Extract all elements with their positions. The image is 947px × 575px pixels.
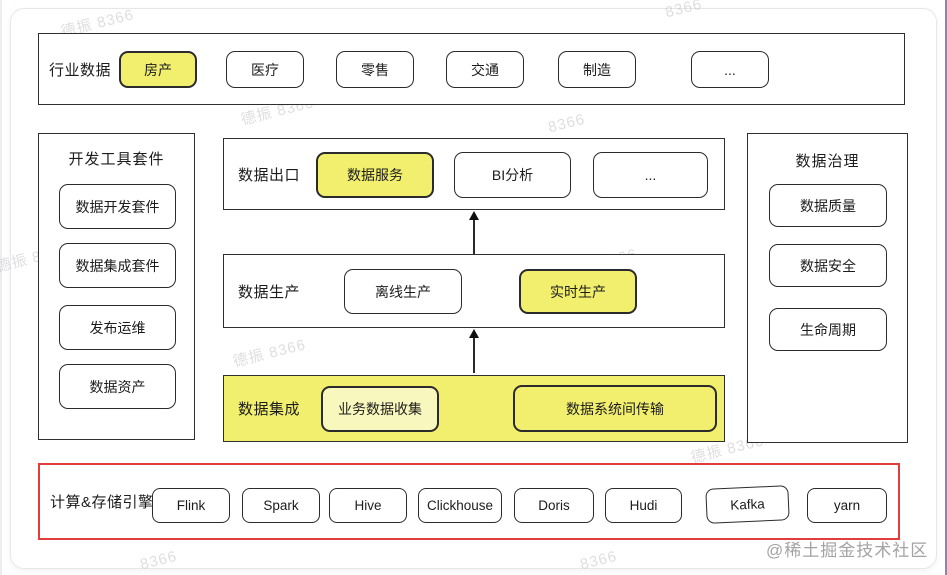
- data-export-row: 数据出口 数据服务 BI分析 ...: [223, 138, 725, 210]
- community-credit: @稀土掘金技术社区: [766, 541, 929, 560]
- node-retail: 零售: [336, 51, 414, 88]
- node-industry-more: ...: [691, 51, 769, 88]
- engine-flink: Flink: [152, 488, 230, 523]
- industry-data-row: 行业数据 房产 医疗 零售 交通 制造 ...: [38, 33, 905, 105]
- arrow-integration-to-production: [468, 329, 480, 373]
- engine-clickhouse: Clickhouse: [418, 488, 502, 523]
- data-governance-title: 数据治理: [795, 153, 860, 170]
- node-data-integration-suite: 数据集成套件: [59, 243, 176, 288]
- dev-tools-title: 开发工具套件: [68, 151, 165, 168]
- node-data-asset: 数据资产: [59, 364, 176, 409]
- node-manufacturing: 制造: [558, 51, 636, 88]
- node-realtime-production: 实时生产: [519, 269, 637, 314]
- data-production-row: 数据生产 离线生产 实时生产: [223, 254, 725, 328]
- node-lifecycle: 生命周期: [769, 308, 887, 351]
- node-data-system-transfer: 数据系统间传输: [513, 385, 717, 432]
- engines-label: 计算&存储引擎: [50, 494, 154, 511]
- engine-hive: Hive: [329, 488, 407, 523]
- dev-tools-panel: 开发工具套件 数据开发套件 数据集成套件 发布运维 数据资产: [38, 133, 195, 440]
- node-data-dev-suite: 数据开发套件: [59, 184, 176, 229]
- node-bi-analysis: BI分析: [454, 152, 571, 198]
- arrow-production-to-export: [468, 211, 480, 254]
- node-release-ops: 发布运维: [59, 305, 176, 350]
- node-data-security: 数据安全: [769, 244, 887, 287]
- node-business-data-collection: 业务数据收集: [321, 386, 439, 432]
- node-offline-production: 离线生产: [344, 269, 462, 314]
- node-export-more: ...: [593, 152, 708, 198]
- engines-row: 计算&存储引擎 Flink Spark Hive Clickhouse Dori…: [38, 463, 900, 540]
- data-production-label: 数据生产: [238, 283, 301, 301]
- engine-spark: Spark: [242, 488, 320, 523]
- node-medical: 医疗: [226, 51, 304, 88]
- node-data-service: 数据服务: [316, 152, 434, 198]
- node-real-estate: 房产: [119, 51, 197, 88]
- engine-yarn: yarn: [807, 488, 887, 523]
- screen-right-edge: [945, 0, 947, 575]
- data-integration-label: 数据集成: [238, 401, 301, 418]
- data-governance-panel: 数据治理 数据质量 数据安全 生命周期: [747, 133, 908, 443]
- node-data-quality: 数据质量: [769, 184, 887, 227]
- data-integration-row: 数据集成 业务数据收集 数据系统间传输: [223, 375, 725, 442]
- engine-hudi: Hudi: [605, 488, 682, 523]
- data-export-label: 数据出口: [238, 166, 301, 184]
- screen-left-edge: [0, 0, 2, 575]
- engine-doris: Doris: [514, 488, 594, 523]
- node-transport: 交通: [446, 51, 524, 88]
- engine-kafka: Kafka: [705, 485, 790, 524]
- industry-row-label: 行业数据: [49, 61, 112, 79]
